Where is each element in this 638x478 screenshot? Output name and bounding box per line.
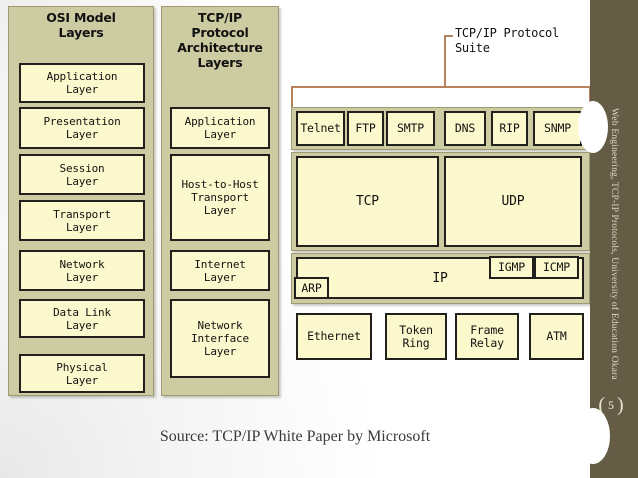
interface-atm[interactable]: ATM [529,313,584,360]
tcpip-layer-network-interface[interactable]: Network Interface Layer [170,299,270,378]
osi-layer-physical[interactable]: Physical Layer [19,354,145,393]
osi-layer-data-link[interactable]: Data Link Layer [19,299,145,338]
protocol-suite-label: TCP/IP Protocol Suite [455,26,559,55]
page-badge-right-bracket: ) [617,394,624,416]
osi-layer-session[interactable]: Session Layer [19,154,145,195]
protocol-dns[interactable]: DNS [444,111,486,146]
slide-sidebar [590,0,638,478]
protocol-suite-bracket [291,86,591,108]
source-caption: Source: TCP/IP White Paper by Microsoft [159,428,431,445]
protocol-tcp[interactable]: TCP [296,156,439,247]
interface-token-ring[interactable]: Token Ring [385,313,447,360]
protocol-udp[interactable]: UDP [444,156,582,247]
osi-layer-application[interactable]: Application Layer [19,63,145,103]
osi-layer-presentation[interactable]: Presentation Layer [19,107,145,149]
decorative-circle-bottom-icon [576,408,610,464]
interface-frame-relay[interactable]: Frame Relay [455,313,519,360]
tcpip-architecture-heading: TCP/IP Protocol Architecture Layers [177,10,263,70]
protocol-ftp[interactable]: FTP [347,111,384,146]
page-badge-left-bracket: ( [598,394,605,416]
osi-layer-transport[interactable]: Transport Layer [19,200,145,241]
protocol-telnet[interactable]: Telnet [296,111,345,146]
protocol-suite-leader-tick [444,35,453,37]
interface-ethernet[interactable]: Ethernet [296,313,372,360]
tcpip-layer-application[interactable]: Application Layer [170,107,270,149]
page-number: 5 [608,397,614,412]
protocol-snmp[interactable]: SNMP [533,111,582,146]
protocol-icmp[interactable]: ICMP [534,256,579,279]
protocol-igmp[interactable]: IGMP [489,256,534,279]
osi-model-heading: OSI Model Layers [46,10,116,40]
protocol-smtp[interactable]: SMTP [386,111,435,146]
osi-layer-network[interactable]: Network Layer [19,250,145,291]
tcpip-layer-host-to-host-transport[interactable]: Host-to-Host Transport Layer [170,154,270,241]
protocol-arp[interactable]: ARP [294,277,329,299]
protocol-suite-leader-line [444,35,446,88]
sidebar-attribution-text: Web Engineering, TCP-IP Protocols, Unive… [609,108,619,380]
protocol-rip[interactable]: RIP [491,111,528,146]
tcpip-layer-internet[interactable]: Internet Layer [170,250,270,291]
page-number-badge: ( 5 ) [592,390,630,420]
decorative-circle-top-icon [578,101,608,153]
